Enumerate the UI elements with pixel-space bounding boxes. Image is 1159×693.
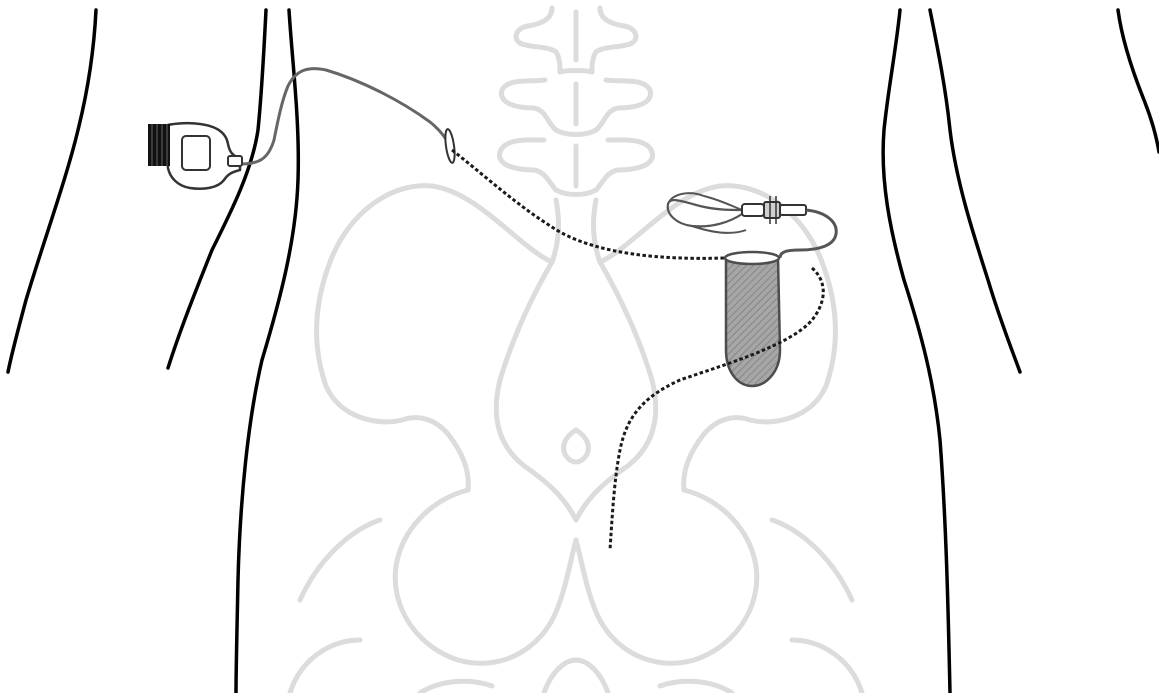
external-tubing	[240, 69, 450, 164]
torso-left-edge	[236, 10, 298, 693]
arm-outline-left	[8, 10, 266, 372]
external-pump-device	[148, 123, 242, 189]
left-arm-inner	[168, 10, 266, 368]
arm-outline-right	[930, 10, 1159, 372]
torso-right-edge	[883, 10, 950, 693]
spine-skeleton	[500, 8, 653, 262]
right-arm-outer	[1118, 10, 1159, 152]
subcutaneous-catheter	[452, 150, 724, 258]
implanted-reservoir	[725, 252, 780, 386]
body-outline	[236, 10, 950, 693]
connector-assembly	[668, 193, 836, 258]
right-arm-inner	[930, 10, 1020, 372]
left-arm-outer	[8, 10, 96, 372]
skin-entry-port	[444, 129, 457, 164]
